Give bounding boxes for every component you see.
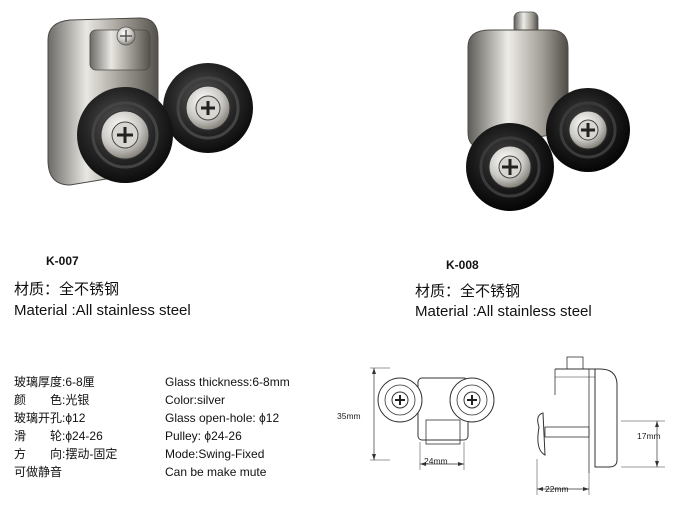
dimension-label-width-front: 24mm (424, 456, 448, 466)
spec-cn-line: 方 向:摆动-固定 (14, 447, 118, 461)
spec-en-line: Mode:Swing-Fixed (165, 447, 265, 461)
material-en-k007: Material :All stainless steel (14, 302, 191, 319)
material-cn-k007: 材质：全不锈钢 (14, 281, 120, 298)
product-code-k008: K-008 (446, 258, 479, 272)
product-photo-k008 (466, 11, 630, 211)
product-photo-k007 (47, 17, 253, 186)
spec-cn-line: 颜 色:光银 (14, 393, 90, 407)
spec-en-line: Can be make mute (165, 465, 267, 479)
spec-en-line: Pulley: ϕ24-26 (165, 429, 242, 443)
material-cn-k008: 材质：全不锈钢 (415, 283, 521, 300)
spec-en-line: Glass thickness:6-8mm (165, 375, 290, 389)
dimension-label-height-front: 35mm (337, 411, 361, 421)
spec-cn-line: 滑 轮:ϕ24-26 (14, 429, 103, 443)
spec-cn-line: 玻璃厚度:6-8厘 (14, 375, 95, 389)
spec-cn-line: 玻璃开孔:ϕ12 (14, 411, 86, 425)
dimension-label-height-side: 17mm (637, 431, 661, 441)
specs-cn: 玻璃厚度:6-8厘 颜 色:光银 玻璃开孔:ϕ12 滑 轮:ϕ24-26 方 向… (14, 373, 117, 481)
material-en-k008: Material :All stainless steel (415, 303, 592, 320)
technical-drawing-side (536, 356, 665, 495)
specs-en: Glass thickness:6-8mm Color:silver Glass… (165, 373, 290, 481)
dimension-label-width-side: 22mm (545, 484, 569, 494)
spec-en-line: Glass open-hole: ϕ12 (165, 411, 280, 425)
technical-drawing-front (370, 367, 495, 470)
spec-cn-line: 可做静音 (14, 465, 63, 479)
spec-en-line: Color:silver (165, 393, 226, 407)
product-code-k007: K-007 (46, 254, 79, 268)
